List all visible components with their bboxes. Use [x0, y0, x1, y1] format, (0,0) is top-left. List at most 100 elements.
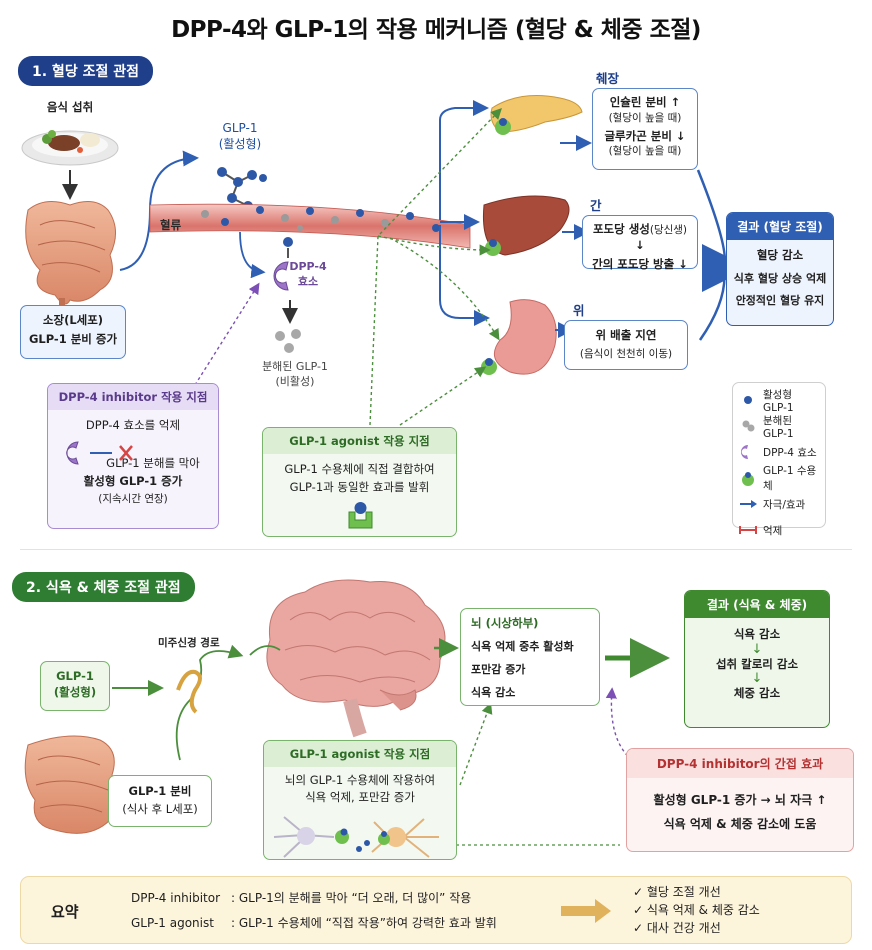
gluconeogenesis-note: (당신생): [649, 224, 688, 236]
glp1-secretion-line2: (식사 후 L세포): [122, 801, 198, 816]
summary-box: 요약 DPP-4 inhibitor : GLP-1의 분해를 막아 “더 오래,…: [20, 876, 852, 944]
gluconeogenesis-effect: 포도당 생성(당신생) ↓: [587, 222, 693, 253]
blood-label: 혈류: [160, 218, 182, 232]
summary-row1-name: DPP-4 inhibitor: [131, 891, 221, 905]
pancreas-icon: [490, 95, 583, 135]
check-icon: ✓: [633, 921, 647, 935]
down-arrow-icon: ↓: [751, 641, 763, 657]
brain-agonist-header: GLP-1 agonist 작용 지점: [264, 741, 456, 767]
dpp4-inhibitor-line3: 활성형 GLP-1 증가: [83, 474, 183, 489]
summary-check-item: ✓ 혈당 조절 개선: [633, 885, 721, 899]
glp1-agonist-line2: GLP-1과 동일한 효과를 발휘: [289, 479, 430, 494]
legend-item: 자극/효과: [739, 491, 819, 517]
gastric-emptying-note: (음식이 천천히 이동): [579, 347, 673, 360]
glucose-result-header: 결과 (혈당 조절): [727, 213, 833, 240]
glp1-agonist-box: GLP-1 agonist 작용 지점 GLP-1 수용체에 직접 결합하여 G…: [262, 427, 457, 537]
colon-icon: [24, 735, 119, 834]
summary-check-item: ✓ 식욕 억제 & 체중 감소: [633, 903, 760, 917]
liver-label: 간: [590, 198, 602, 213]
dpp4-indirect-line2: 식욕 억제 & 체중 감소에 도움: [663, 817, 817, 832]
legend-item: DPP-4 효소: [739, 439, 819, 465]
neuron-illustration: [273, 816, 439, 858]
glp1-receptor-illustration: [348, 502, 373, 529]
glucagon-note: (혈당이 높을 때): [608, 145, 682, 158]
summary-checks: ✓ 혈당 조절 개선 ✓ 식욕 억제 & 체중 감소 ✓ 대사 건강 개선: [633, 883, 760, 937]
pancreas-label: 췌장: [596, 71, 620, 86]
small-intestine-line2: GLP-1 분비 증가: [28, 331, 118, 346]
hypothalamus-item: 식욕 감소: [471, 686, 516, 699]
dpp4-inhibitor-box: DPP-4 inhibitor 작용 지점 DPP-4 효소를 억제 GLP-1…: [47, 383, 219, 529]
down-arrow-icon: ↓: [751, 671, 763, 687]
hypothalamus-item: 포만감 증가: [471, 663, 526, 676]
dpp4-inhibition-illustration: [66, 441, 133, 465]
glp1-receptor-icon: [739, 469, 757, 487]
small-intestine-box: 소장(L세포) GLP-1 분비 증가: [20, 305, 126, 359]
dpp4-indirect-box: DPP-4 inhibitor의 간접 효과 활성형 GLP-1 증가 → 뇌 …: [626, 748, 854, 852]
degraded-glp1-icon: [739, 417, 757, 435]
brain-agonist-line2: 식욕 억제, 포만감 증가: [305, 789, 415, 804]
legend-item: GLP-1 수용체: [739, 465, 819, 492]
insulin-note: (혈당이 높을 때): [608, 111, 682, 124]
summary-row2: GLP-1 agonist: GLP-1 수용체에 “직접 작용”하여 강력한 …: [131, 914, 497, 931]
glucose-result-item: 혈당 감소: [756, 248, 804, 262]
glucagon-effect: 글루카곤 분비 ↓: [604, 128, 686, 143]
section-divider: [20, 549, 852, 550]
hypothalamus-box: 뇌 (시상하부) 식욕 억제 중추 활성화 포만감 증가 식욕 감소: [460, 608, 600, 706]
food-intake-label: 음식 섭취: [46, 100, 94, 114]
glp1-secretion-box: GLP-1 분비 (식사 후 L세포): [108, 775, 212, 827]
degraded-glp1-label: 분해된 GLP-1 (비활성): [262, 360, 328, 388]
legend-label: 분해된 GLP-1: [763, 414, 794, 440]
vagus-label: 미주신경 경로: [158, 637, 220, 649]
summary-row2-name: GLP-1 agonist: [131, 916, 214, 930]
dpp4-indirect-header: DPP-4 inhibitor의 간접 효과: [627, 749, 853, 778]
legend-item: 활성형 GLP-1: [739, 387, 819, 414]
appetite-result-box: 결과 (식욕 & 체중) 식욕 감소 ↓ 섭취 칼로리 감소 ↓ 체중 감소: [684, 590, 830, 728]
dpp4-indirect-line1: 활성형 GLP-1 증가 → 뇌 자극 ↑: [653, 793, 827, 807]
summary-check-item: ✓ 대사 건강 개선: [633, 921, 721, 935]
section1-title: 1. 혈당 조절 관점: [18, 56, 153, 86]
hypothalamus-header: 뇌 (시상하부): [471, 616, 539, 630]
glp1-active-line1: GLP-1: [56, 669, 94, 683]
degraded-glp1-molecules: [275, 329, 301, 353]
glp1-secretion-line1: GLP-1 분비: [128, 784, 192, 798]
glp1-active-line2: (활성형): [53, 684, 97, 699]
appetite-result-item: 식욕 감소: [733, 627, 781, 641]
summary-label: 요약: [51, 903, 79, 921]
glp1-active-label: GLP-1 (활성형): [218, 121, 262, 152]
hypothalamus-item: 식욕 억제 중추 활성화: [471, 640, 574, 653]
page-title: DPP-4와 GLP-1의 작용 메커니즘 (혈당 & 체중 조절): [171, 17, 701, 43]
dpp4-label: DPP-4 효소: [289, 260, 327, 288]
brain-icon: [266, 579, 446, 738]
food-plate-icon: [21, 130, 119, 166]
glp1-active-box: GLP-1 (활성형): [40, 661, 110, 711]
active-glp1-icon: [739, 391, 757, 409]
pancreas-effect-box: 인슐린 분비 ↑ (혈당이 높을 때) 글루카곤 분비 ↓ (혈당이 높을 때): [592, 88, 698, 170]
check-icon: ✓: [633, 903, 647, 917]
appetite-result-header: 결과 (식욕 & 체중): [685, 591, 829, 618]
section2-title: 2. 식욕 & 체중 조절 관점: [12, 572, 195, 602]
appetite-result-item: 체중 감소: [733, 686, 781, 701]
glucose-release-effect: 간의 포도당 방출 ↓: [592, 257, 688, 272]
glp1-agonist-line1: GLP-1 수용체에 직접 결합하여: [284, 462, 435, 476]
stomach-effect-box: 위 배출 지연 (음식이 천천히 이동): [564, 320, 688, 370]
blood-vessel: [149, 203, 471, 249]
appetite-result-item: 섭취 칼로리 감소: [715, 656, 799, 671]
brain-agonist-line1: 뇌의 GLP-1 수용체에 작용하여: [284, 773, 436, 787]
legend-label: 자극/효과: [763, 498, 806, 511]
liver-effect-box: 포도당 생성(당신생) ↓ 간의 포도당 방출 ↓: [582, 215, 698, 271]
dpp4-enzyme-icon: [739, 443, 757, 461]
stomach-icon: [481, 299, 557, 375]
legend-box: 활성형 GLP-1 분해된 GLP-1 DPP-4 효소 GLP-1 수용체 자…: [732, 382, 826, 537]
stimulate-arrow-icon: [739, 495, 757, 513]
gastric-emptying-effect: 위 배출 지연: [595, 328, 657, 342]
gluconeogenesis-arrow: ↓: [635, 237, 645, 252]
small-intestine-icon: [25, 200, 116, 312]
glucose-result-item: 안정적인 혈당 유지: [735, 294, 825, 308]
summary-row1-text: : GLP-1의 분해를 막아 “더 오래, 더 많이” 작용: [231, 891, 472, 905]
glucose-result-box: 결과 (혈당 조절) 혈당 감소 식후 혈당 상승 억제 안정적인 혈당 유지: [726, 212, 834, 326]
legend-label: 억제: [763, 524, 783, 537]
gluconeogenesis-text: 포도당 생성: [592, 222, 650, 236]
inhibit-line-icon: [739, 521, 757, 539]
legend-item: 분해된 GLP-1: [739, 413, 819, 440]
